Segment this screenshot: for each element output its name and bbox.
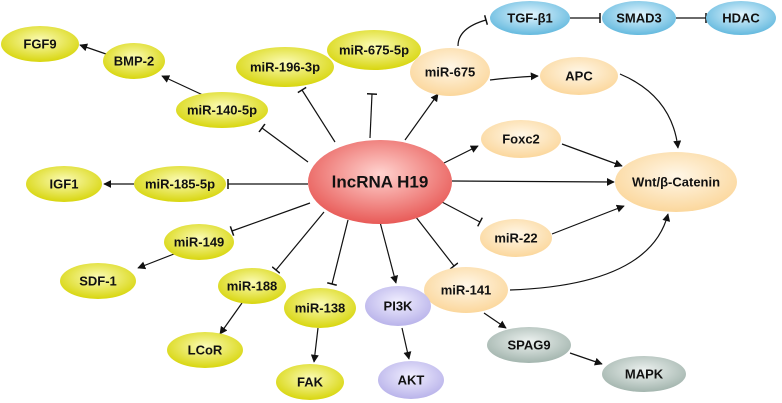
node-mapk[interactable]: MAPK [602,356,686,392]
node-label: miR-675-5p [339,43,409,58]
edge-pi3k-to-akt [401,327,412,360]
node-wnt-beta-catenin[interactable]: Wnt/β-Catenin [615,152,737,212]
node-mir141[interactable]: miR-141 [424,267,508,313]
node-mir188[interactable]: miR-188 [218,268,286,304]
edge-foxc2-to-wnt [561,143,623,168]
node-label: Foxc2 [502,132,540,147]
node-spag9[interactable]: SPAG9 [487,327,571,363]
edge-h19-to-foxc2 [443,145,479,164]
node-label: IGF1 [50,177,79,192]
node-foxc2[interactable]: Foxc2 [481,120,561,158]
node-hdac[interactable]: HDAC [706,1,776,35]
node-label: FGF9 [23,37,56,52]
node-bmp2[interactable]: BMP-2 [103,43,165,79]
node-lncrna-h19[interactable]: lncRNA H19 [308,140,452,224]
node-label: MAPK [625,367,664,382]
node-label: APC [565,69,593,84]
node-mir138[interactable]: miR-138 [284,288,356,328]
node-label: BMP-2 [114,54,154,69]
node-label: SMAD3 [616,11,662,26]
node-mir140-5p[interactable]: miR-140-5p [176,92,268,128]
edge-apc-to-wnt [619,73,682,149]
node-fak[interactable]: FAK [276,364,344,400]
node-akt[interactable]: AKT [378,361,444,399]
edges [79,13,707,366]
node-label: HDAC [722,11,760,26]
node-mir675-5p[interactable]: miR-675-5p [327,30,421,70]
node-smad3[interactable]: SMAD3 [602,1,676,35]
node-label: miR-185-5p [145,177,215,192]
edge-h19-inhibits-mir22 [439,200,483,227]
edge-h19-to-pi3k [379,221,399,284]
edge-h19-to-mir675 [404,93,439,141]
edge-bmp2-to-fgf9 [79,43,107,55]
edge-h19-to-wnt [451,177,615,186]
node-label: LCoR [188,343,223,358]
edge-mir140-to-bmp2 [161,75,206,97]
node-label: miR-196-3p [250,60,320,75]
node-apc[interactable]: APC [540,57,618,95]
node-label: FAK [297,375,324,390]
edge-h19-inhibits-mir138 [326,219,349,286]
edge-h19-inhibits-mir188 [271,211,325,274]
node-mir185-5p[interactable]: miR-185-5p [134,166,226,202]
edge-mir149-to-sdf1 [137,253,175,270]
node-sdf1[interactable]: SDF-1 [60,263,136,299]
edge-h19-inhibits-mir675-5p [366,93,378,139]
node-pi3k[interactable]: PI3K [365,286,431,326]
edge-mir675-inhibits-tgfb1 [457,14,489,47]
node-label: miR-188 [227,279,278,294]
node-label: AKT [398,373,425,388]
edge-h19-inhibits-mir141 [411,211,459,270]
edge-h19-inhibits-mir196 [297,86,336,143]
node-label: SPAG9 [507,338,550,353]
edge-mir141-to-spag9 [483,312,507,329]
node-igf1[interactable]: IGF1 [26,166,102,202]
node-mir22[interactable]: miR-22 [480,219,552,257]
node-mir196-3p[interactable]: miR-196-3p [236,47,334,87]
edge-mir22-to-wnt [551,204,625,235]
edge-h19-inhibits-mir149 [229,202,311,236]
edge-mir138-to-fak [310,327,319,363]
node-lcor[interactable]: LCoR [167,332,243,368]
edge-mir675-to-apc [489,72,539,81]
node-mir149[interactable]: miR-149 [164,224,234,260]
node-tgfb1[interactable]: TGF-β1 [490,1,570,35]
node-label: miR-141 [441,283,492,298]
node-mir675[interactable]: miR-675 [410,48,490,96]
node-label: SDF-1 [79,274,117,289]
edge-mir141-to-wnt [509,213,671,291]
node-label: lncRNA H19 [332,173,429,192]
edge-spag9-to-mapk [569,352,603,366]
node-label: Wnt/β-Catenin [632,175,720,190]
node-label: TGF-β1 [507,11,553,26]
edge-h19-inhibits-mir140 [258,123,309,163]
node-fgf9[interactable]: FGF9 [1,26,79,62]
node-label: miR-675 [425,65,476,80]
node-label: miR-149 [174,235,225,250]
node-label: miR-140-5p [187,103,257,118]
node-label: miR-22 [494,231,537,246]
edge-mir188-to-lcor [219,302,243,335]
node-label: miR-138 [295,301,346,316]
node-label: PI3K [384,299,414,314]
